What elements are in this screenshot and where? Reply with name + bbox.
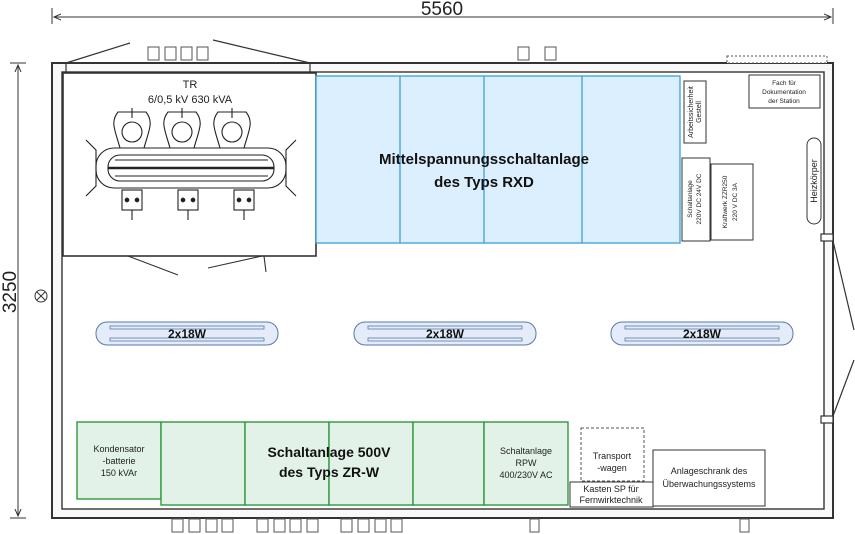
cabinet-line1: Anlageschrank des bbox=[671, 466, 748, 476]
capacitor-bank bbox=[76, 421, 162, 500]
dc-switchgear-line2: 220V DC 24V DC bbox=[696, 173, 703, 224]
safety-equipment-rack: Arbeitssicherheit Gestell bbox=[683, 80, 707, 144]
lamp-label: 2x18W bbox=[168, 327, 207, 341]
lamp-label: 2x18W bbox=[683, 327, 722, 341]
sp-line2: Fernwirktechnik bbox=[579, 495, 643, 505]
lv-switchgear: Kondensator -batterie 150 kVAr Schaltanl… bbox=[76, 421, 569, 506]
sp-telecontrol-box: Kasten SP für Fernwirktechnik bbox=[569, 481, 654, 508]
center-mark-icon bbox=[34, 289, 48, 303]
power-plant-unit: Kraftwerk ZZR250 220 V DC 3A bbox=[710, 163, 754, 241]
lv-panel bbox=[160, 421, 246, 506]
transformer-rating: 6/0,5 kV 630 kVA bbox=[148, 94, 233, 106]
power-plant-line1: Kraftwerk ZZR250 bbox=[722, 175, 729, 228]
transport-cart: Transport -wagen bbox=[580, 427, 645, 482]
lamp-label: 2x18W bbox=[426, 327, 465, 341]
safety-rack-line2: Gestell bbox=[696, 101, 703, 123]
light-fixture: 2x18W bbox=[95, 321, 279, 346]
lv-switchgear-line1: Schaltanlage 500V bbox=[268, 444, 392, 460]
right-door bbox=[820, 233, 855, 424]
height-label: 3250 bbox=[0, 271, 21, 313]
height-dimension: 3250 bbox=[0, 62, 26, 519]
rpw-line3: 400/230V AC bbox=[499, 470, 553, 480]
light-fixture: 2x18W bbox=[610, 321, 794, 346]
mv-switchgear: Mittelspannungsschaltanlage des Typs RXD bbox=[315, 75, 681, 244]
light-fixture: 2x18W bbox=[353, 321, 537, 346]
sp-line1: Kasten SP für bbox=[583, 484, 638, 494]
mv-switchgear-frame bbox=[315, 75, 681, 244]
dc-switchgear: Schaltanlage 220V DC 24V DC bbox=[681, 157, 711, 242]
capacitor-line1: Kondensator bbox=[93, 444, 144, 454]
capacitor-line2: -batterie bbox=[102, 456, 135, 466]
transformer: TR 6/0,5 kV 630 kVA bbox=[62, 72, 317, 276]
doc-line2: Dokumentation bbox=[762, 89, 806, 96]
rpw-line2: RPW bbox=[516, 458, 538, 468]
width-dimension: 5560 bbox=[51, 0, 834, 24]
rpw-line1: Schaltanlage bbox=[500, 446, 552, 456]
top-door-swing bbox=[65, 39, 311, 73]
top-vents bbox=[147, 46, 828, 64]
cabinet-line2: Überwachungssystems bbox=[662, 479, 756, 489]
lv-panel bbox=[412, 421, 485, 506]
transformer-title: TR bbox=[183, 79, 198, 91]
transport-line1: Transport bbox=[593, 451, 632, 461]
lv-panel bbox=[328, 421, 414, 506]
transformer-drawing-icon bbox=[85, 108, 297, 220]
lv-switchgear-line2: des Typs ZR-W bbox=[279, 464, 380, 480]
dc-switchgear-line1: Schaltanlage bbox=[687, 180, 694, 218]
monitoring-cabinet: Anlageschrank des Überwachungssystems bbox=[652, 449, 766, 507]
mv-switchgear-label-line2: des Typs RXD bbox=[434, 174, 534, 191]
documentation-compartment: Fach für Dokumentation der Station bbox=[748, 74, 821, 109]
doc-line1: Fach für bbox=[772, 80, 797, 87]
width-label: 5560 bbox=[421, 0, 463, 20]
heater-label: Heizkörper bbox=[809, 159, 819, 203]
lv-panel bbox=[244, 421, 330, 506]
mv-switchgear-label-line1: Mittelspannungsschaltanlage bbox=[379, 151, 589, 168]
doc-line3: der Station bbox=[768, 98, 800, 105]
rpw-switchgear bbox=[483, 421, 569, 506]
transport-line2: -wagen bbox=[597, 463, 627, 473]
power-plant-line2: 220 V DC 3A bbox=[732, 182, 739, 221]
safety-rack-line1: Arbeitssicherheit bbox=[688, 86, 695, 138]
capacitor-line3: 150 kVAr bbox=[101, 468, 137, 478]
heater: Heizkörper bbox=[806, 137, 822, 225]
transformer-door-swing bbox=[127, 255, 267, 276]
bottom-vents bbox=[171, 518, 750, 533]
